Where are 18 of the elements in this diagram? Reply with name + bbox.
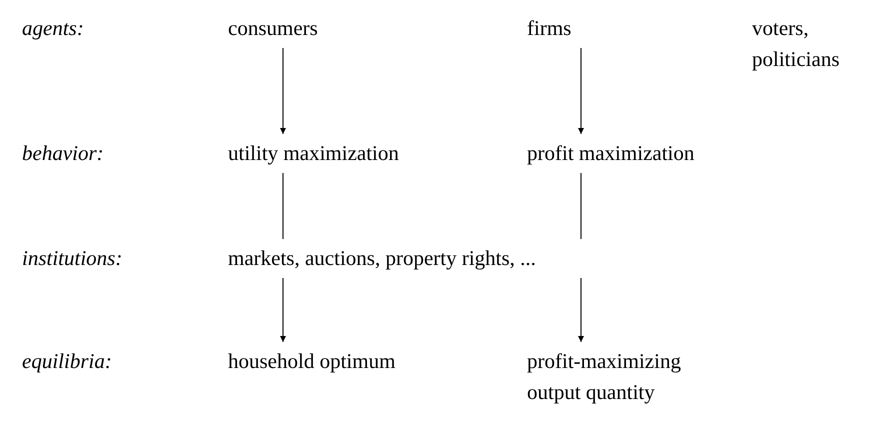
row-label: institutions: — [22, 245, 122, 272]
connector-line — [282, 172, 284, 240]
node-text: voters, politicians — [752, 15, 840, 73]
connector-line — [580, 172, 582, 240]
row-label: agents: — [22, 15, 84, 42]
arrow — [280, 278, 286, 342]
node-text: markets, auctions, property rights, ... — [228, 245, 537, 272]
node-text: household optimum — [228, 348, 396, 375]
row-label: equilibria: — [22, 348, 112, 375]
node-text: utility maximization — [228, 140, 400, 167]
arrow — [280, 48, 286, 134]
arrow — [578, 278, 584, 342]
node-text: firms — [527, 15, 572, 42]
arrow — [578, 48, 584, 134]
node-text: profit maximization — [527, 140, 696, 167]
node-text: profit-maximizing output quantity — [527, 348, 682, 406]
node-text: consumers — [228, 15, 319, 42]
row-label: behavior: — [22, 140, 104, 167]
